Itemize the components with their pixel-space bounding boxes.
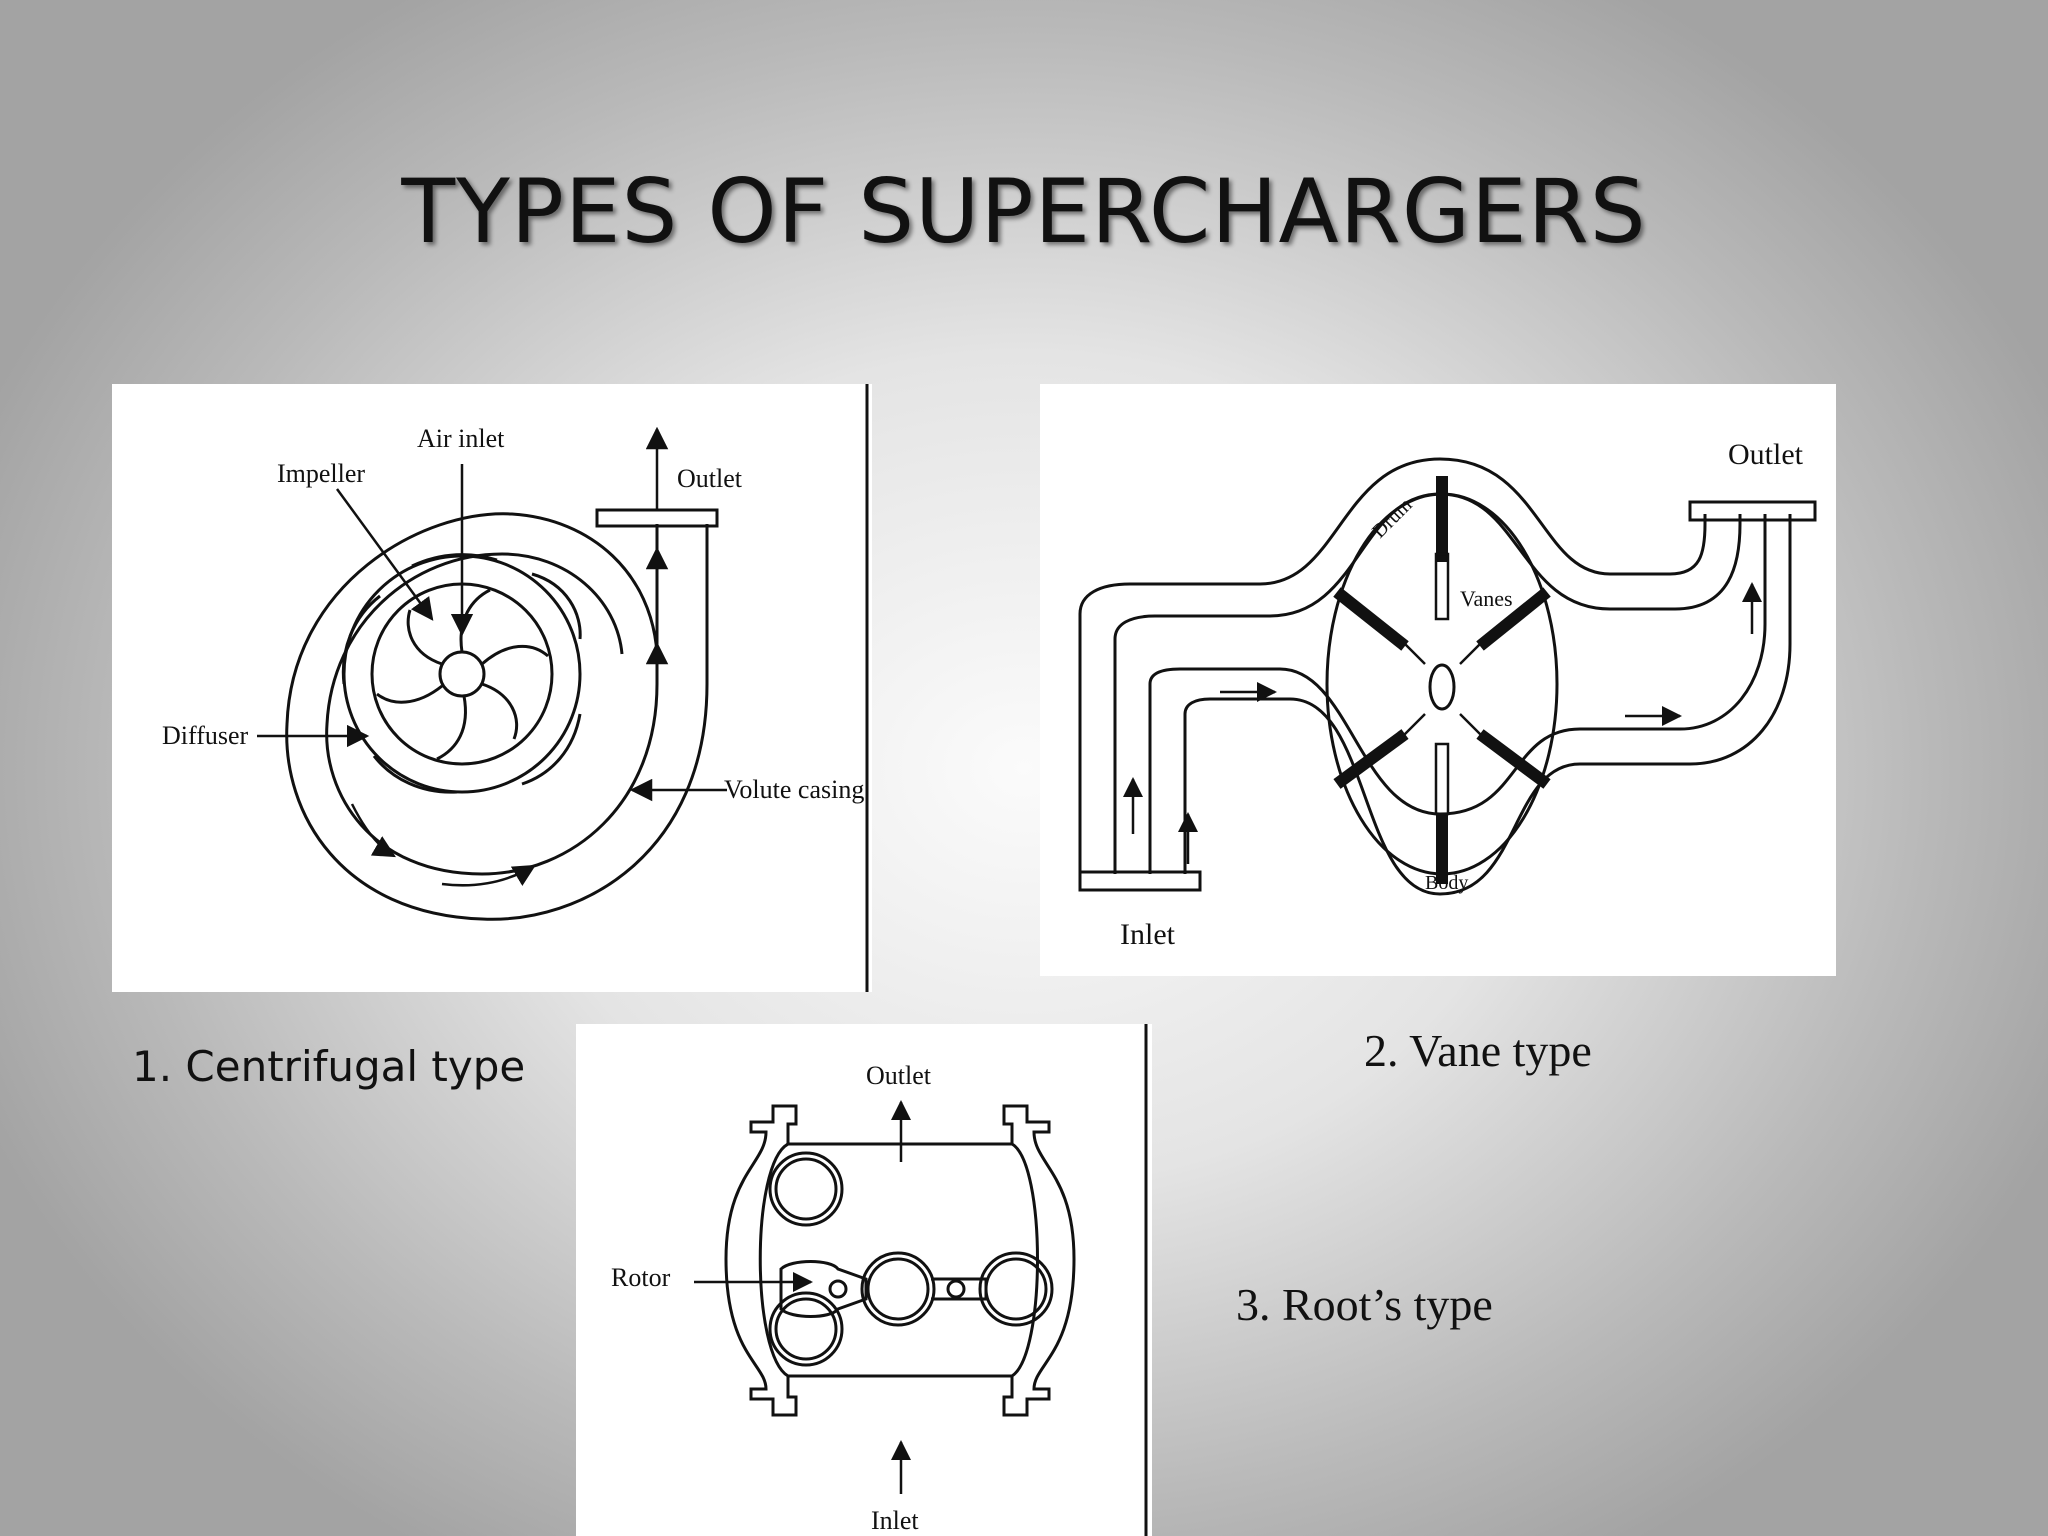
- caption-centrifugal: 1. Centrifugal type: [132, 1042, 526, 1091]
- roots-label-rotor: Rotor: [611, 1263, 671, 1292]
- vane-drawing: Outlet Drum Vanes Body Inlet: [1078, 438, 1817, 951]
- volute-casing-outer: [285, 512, 709, 921]
- label-impeller: Impeller: [277, 459, 365, 488]
- vane-label-vanes: Vanes: [1460, 586, 1513, 611]
- outlet-flange: [1688, 500, 1817, 522]
- slide-title: TYPES OF SUPERCHARGERS: [401, 160, 1647, 263]
- centrifugal-diagram: Air inlet Impeller Outlet Diffuser Volut…: [112, 384, 872, 992]
- vane-diagram: Outlet Drum Vanes Body Inlet: [1040, 384, 1836, 976]
- rotor-hub: [1428, 663, 1456, 711]
- label-air-inlet: Air inlet: [417, 424, 505, 453]
- vane-label-outlet: Outlet: [1728, 438, 1804, 471]
- label-diffuser: Diffuser: [162, 721, 249, 750]
- outlet-flange: [595, 508, 719, 528]
- roots-diagram: Outlet Rotor Inlet: [576, 1024, 1152, 1536]
- roots-label-outlet: Outlet: [866, 1061, 932, 1090]
- impeller-hub: [438, 650, 486, 698]
- caption-vane: 2. Vane type: [1364, 1025, 1592, 1076]
- vane-label-body: Body: [1425, 872, 1468, 894]
- caption-roots: 3. Root’s type: [1236, 1279, 1493, 1330]
- centrifugal-drawing: Air inlet Impeller Outlet Diffuser Volut…: [162, 384, 869, 992]
- vanes-group: [1333, 476, 1551, 884]
- label-outlet: Outlet: [677, 464, 743, 493]
- roots-drawing: Outlet Rotor Inlet: [611, 1024, 1148, 1536]
- inlet-flange: [1078, 870, 1202, 892]
- label-volute-casing: Volute casing: [724, 775, 864, 804]
- roots-label-inlet: Inlet: [871, 1506, 919, 1535]
- body-outer-path: [1078, 457, 1707, 874]
- vane-label-inlet: Inlet: [1120, 918, 1176, 951]
